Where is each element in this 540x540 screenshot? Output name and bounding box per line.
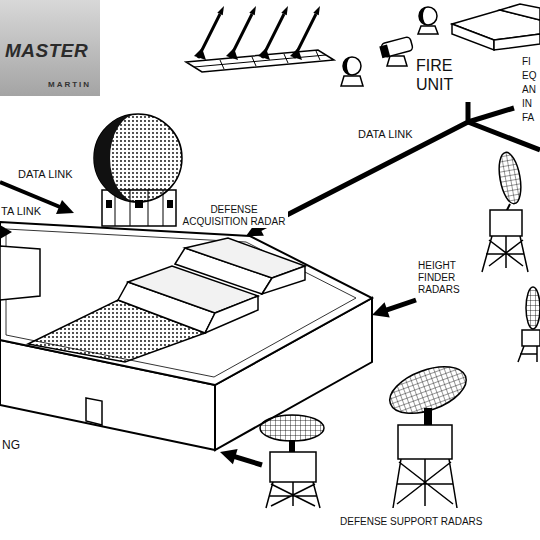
radar-title: HEIGHT FINDER RADARS <box>418 260 470 296</box>
building-area: NG <box>0 236 372 452</box>
radar-sphere <box>419 7 437 25</box>
cut-label: FA <box>522 112 534 124</box>
text-slot: DEFENSE ACQUISITION RADAR <box>180 204 288 228</box>
support-radar-area: DEFENSE SUPPORT RADARS <box>262 370 512 532</box>
building-door <box>86 398 102 425</box>
radar-base <box>418 26 438 34</box>
radome-shadow <box>94 114 138 202</box>
radar-base <box>387 56 407 66</box>
fire-unit-area: FIRE UNIT <box>188 2 488 102</box>
building-roof <box>0 222 372 385</box>
maker-name: MARTIN <box>48 80 91 90</box>
cut-label: AN <box>522 84 536 96</box>
label-slot: FA <box>522 112 534 124</box>
text-slot: NG <box>2 438 20 452</box>
tower-legs <box>518 346 537 362</box>
tracking-radar-face <box>379 44 390 58</box>
cut-label: FI <box>522 56 531 68</box>
link-label: DATA LINK <box>18 168 73 181</box>
text-slot: MARTIN <box>48 80 91 90</box>
missile-nose <box>313 6 320 15</box>
radar-shadow <box>343 57 352 75</box>
radar-label-box: DEFENSE ACQUISITION RADAR <box>178 202 290 230</box>
label-slot: FI <box>522 56 531 68</box>
height-radar-area: HEIGHT FINDER RADARS <box>416 150 540 362</box>
data-link-line <box>0 182 60 207</box>
arrow-head <box>220 449 238 464</box>
tower-cabin <box>490 210 522 236</box>
missile-fin <box>290 48 302 60</box>
connector-line <box>257 102 468 231</box>
label-slot: TA LINK <box>1 205 41 218</box>
data-link-branch <box>468 122 540 150</box>
missile-fin <box>258 48 270 60</box>
dish-pedestal <box>289 440 295 452</box>
missile-nose <box>249 6 256 15</box>
radar-sphere <box>343 57 361 75</box>
cut-label: IN <box>522 98 532 110</box>
tower-cabin <box>270 452 316 482</box>
label-slot: IN <box>522 98 532 110</box>
connector-line <box>231 456 262 465</box>
link-label: TA LINK <box>1 205 41 218</box>
data-link-arrow <box>372 300 416 317</box>
radar-base <box>341 76 363 86</box>
data-link-arrow <box>220 449 262 465</box>
drum-window <box>167 200 173 208</box>
roof-monitor-side <box>262 266 305 294</box>
logo-badge: MASTER MARTIN <box>0 0 100 96</box>
drum-window <box>106 200 112 208</box>
building-title: NG <box>2 438 20 452</box>
tower-legs <box>266 482 320 508</box>
label-slot: DATA LINK <box>18 168 73 181</box>
radar-title: DEFENSE SUPPORT RADARS <box>340 516 482 528</box>
radar-title: DEFENSE ACQUISITION RADAR <box>180 204 288 228</box>
text-slot: DEFENSE SUPPORT RADARS <box>340 516 482 528</box>
radome-sphere <box>94 114 182 202</box>
height-finder-antenna <box>496 151 525 206</box>
arrow-head <box>0 225 12 239</box>
arrow-head <box>372 302 390 317</box>
roof-curb <box>6 229 356 377</box>
cut-label: EQ <box>522 70 536 82</box>
control-building-roof <box>500 4 540 20</box>
text-slot: FIRE UNIT <box>416 56 468 94</box>
missile-fin <box>194 48 206 60</box>
missile-nose <box>281 6 288 15</box>
text-slot: MASTER <box>5 40 88 63</box>
label-slot: EQ <box>522 70 536 82</box>
tower-cabin <box>522 330 540 346</box>
tower-legs <box>482 236 528 272</box>
label-slot: DATA LINK <box>356 128 415 141</box>
edge-label: DATA LINK <box>356 128 415 141</box>
launcher-rail <box>194 51 326 69</box>
area-title: FIRE UNIT <box>416 56 468 94</box>
logo-word: MASTER <box>5 40 88 63</box>
dish-pedestal <box>424 408 432 425</box>
label-slot: AN <box>522 84 536 96</box>
roof-plate <box>0 246 40 300</box>
missile-nose <box>217 6 224 15</box>
control-building-side <box>494 34 540 50</box>
data-link-branch <box>468 108 514 122</box>
text-slot: HEIGHT FINDER RADARS <box>418 260 470 296</box>
arrow-head <box>56 200 74 214</box>
tower-legs <box>393 459 457 508</box>
height-finder-antenna <box>526 287 540 329</box>
tower-cabin <box>398 425 452 459</box>
roof-monitor-side <box>205 296 258 333</box>
control-building-front <box>452 24 494 50</box>
support-radar-dish <box>260 415 324 441</box>
connector-line <box>383 300 416 311</box>
launcher-platform <box>186 50 334 72</box>
radar-shadow <box>419 7 428 25</box>
missile-fin <box>226 48 238 60</box>
